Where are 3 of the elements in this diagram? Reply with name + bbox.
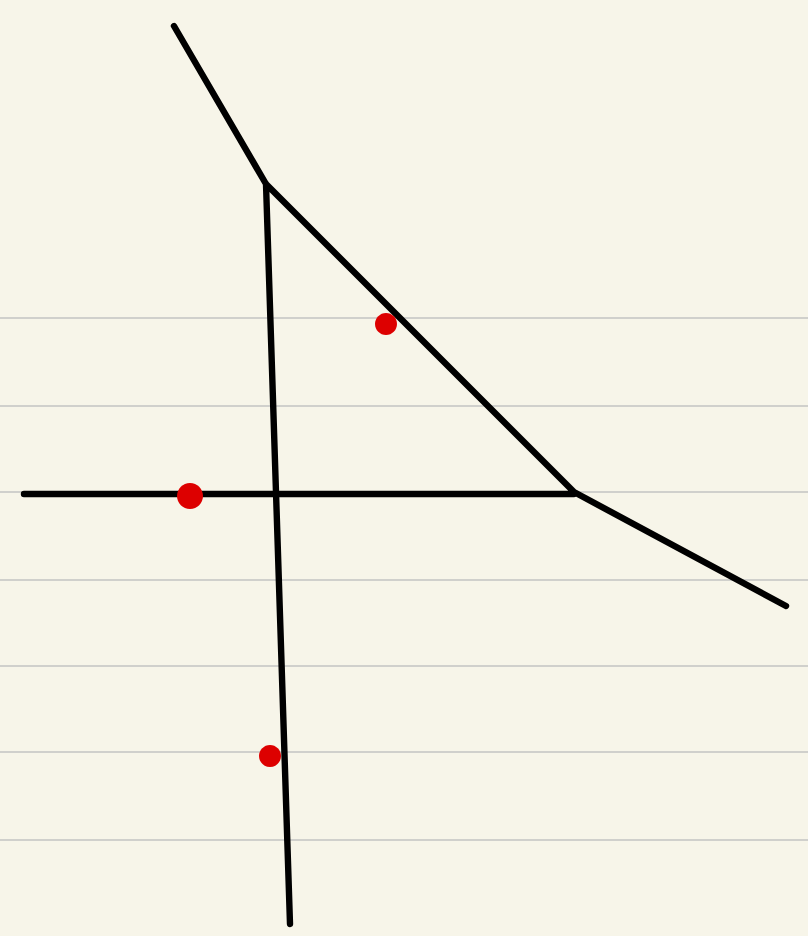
dot	[259, 745, 281, 767]
dot	[177, 483, 203, 509]
dot	[375, 313, 397, 335]
